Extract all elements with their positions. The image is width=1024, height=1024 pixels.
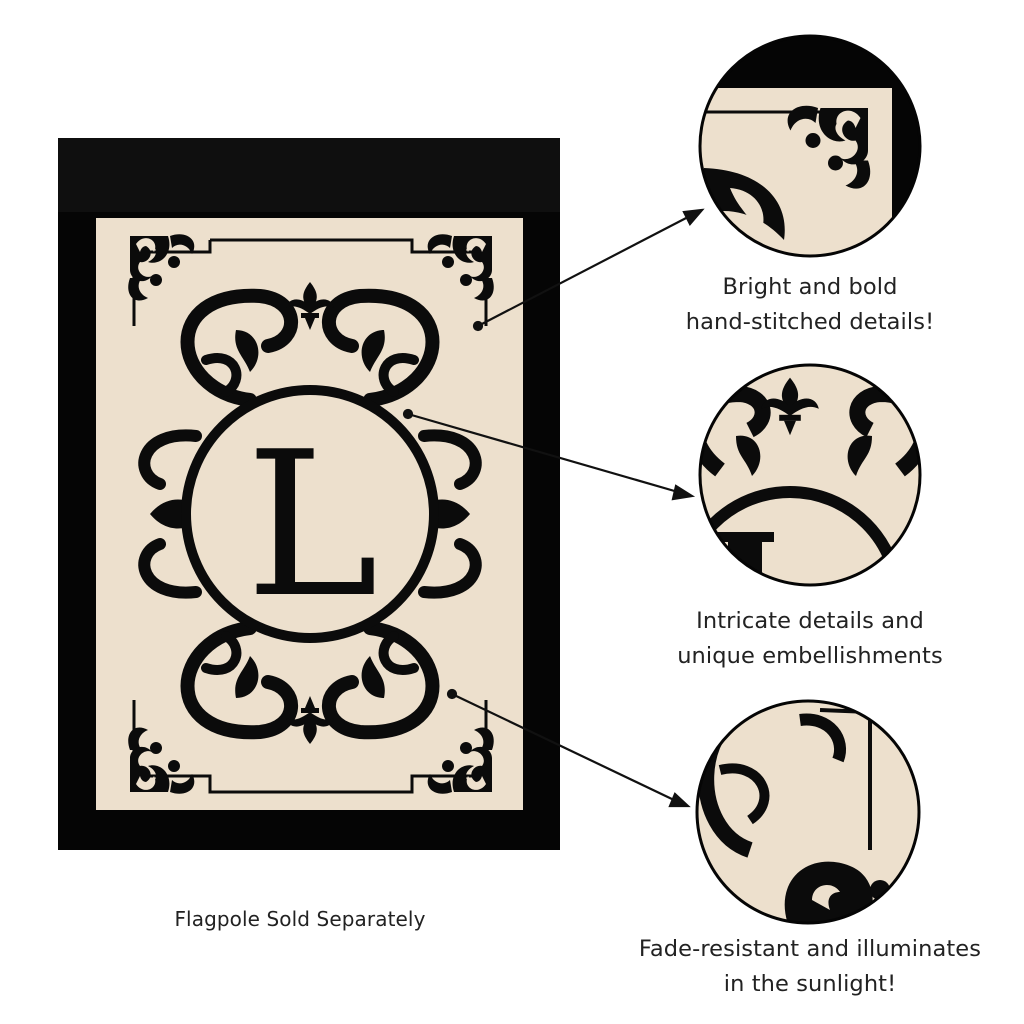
caption-line: hand-stitched details! <box>685 309 935 335</box>
zoom-circle-corner <box>698 34 922 258</box>
caption-line: Fade-resistant and illuminates <box>638 936 982 962</box>
callout-pointers <box>402 208 705 808</box>
callout-caption-fade-resistant: Fade-resistant and illuminates in the su… <box>600 932 1020 1002</box>
caption-line: unique embellishments <box>677 643 943 669</box>
caption-line: Bright and bold <box>722 274 898 300</box>
caption-line: in the sunlight! <box>723 971 897 997</box>
flag-sleeve <box>58 138 560 212</box>
zoom-circle-edge <box>695 699 921 925</box>
monogram-letter: L <box>246 409 379 642</box>
zoom-circle-medallion <box>698 363 922 587</box>
monogram-ring <box>181 385 439 643</box>
garden-flag: L <box>58 138 560 850</box>
callout-caption-stitching: Bright and bold hand-stitched details! <box>640 270 980 340</box>
callout-caption-details: Intricate details and unique embellishme… <box>640 604 980 674</box>
scroll-medallion <box>138 288 482 740</box>
caption-line: Intricate details and <box>696 608 924 634</box>
flagpole-note: Flagpole Sold Separately <box>174 907 426 931</box>
